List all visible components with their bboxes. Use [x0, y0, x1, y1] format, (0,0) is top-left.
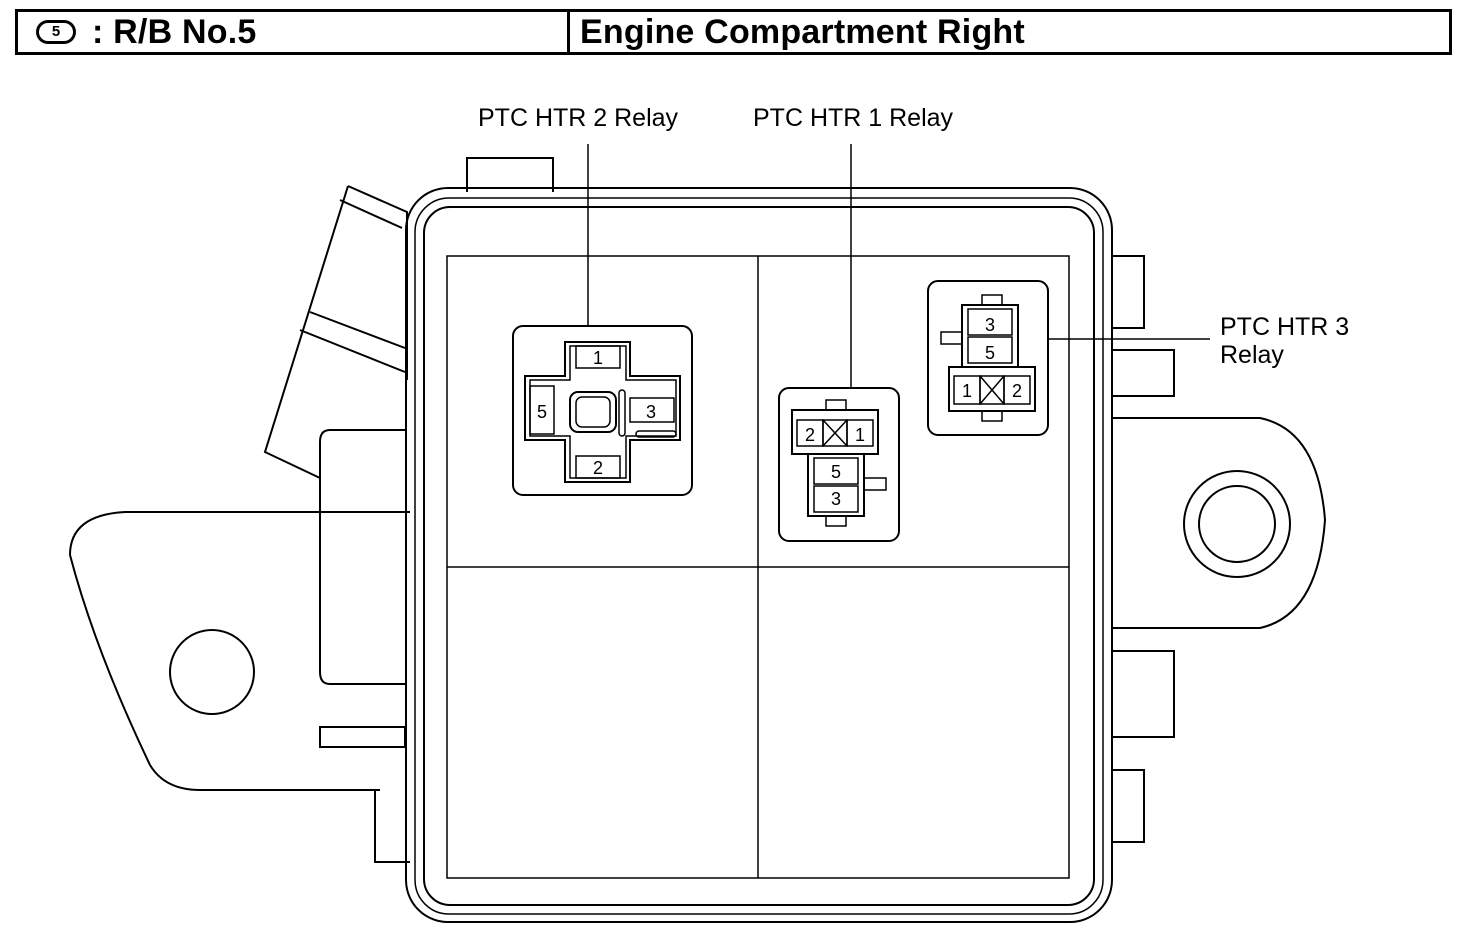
right-mounting-bracket	[1111, 255, 1327, 843]
htr3-pin-1: 1	[962, 381, 972, 401]
htr2-pin-5: 5	[537, 402, 547, 422]
htr3-pin-3: 3	[985, 315, 995, 335]
htr1-pin-3: 3	[831, 489, 841, 509]
ptc-htr2-relay-label: PTC HTR 2 Relay	[478, 104, 679, 132]
ptc-htr1-relay-label: PTC HTR 1 Relay	[753, 104, 954, 132]
left-bolt-hole	[169, 629, 255, 715]
relay-block-housing	[405, 187, 1113, 923]
ptc-htr2-relay-socket: 1 5 3 2	[512, 325, 693, 496]
htr1-pin-5: 5	[831, 462, 841, 482]
ptc-htr1-relay-socket: 2 1 5 3	[778, 387, 900, 542]
angled-connector	[263, 185, 408, 479]
left-mounting-bracket	[68, 429, 410, 863]
relay-block-id: 5 : R/B No.5	[18, 12, 570, 52]
htr2-pin-3: 3	[646, 402, 656, 422]
ptc-htr3-relay-label-line1: PTC HTR 3	[1220, 313, 1349, 341]
top-tab	[466, 157, 554, 192]
location-title: Engine Compartment Right	[580, 12, 1025, 51]
ptc-htr3-relay-label-line2: Relay	[1220, 341, 1284, 369]
htr2-pin-2: 2	[593, 458, 603, 478]
htr3-pin-5: 5	[985, 343, 995, 363]
htr1-pin-1: 1	[855, 425, 865, 445]
htr3-pin-2: 2	[1012, 381, 1022, 401]
right-bolt-hole-inner	[1198, 485, 1276, 563]
htr2-pin-1: 1	[593, 348, 603, 368]
relay-block-code: : R/B No.5	[92, 12, 257, 51]
relay-block-location: Engine Compartment Right	[570, 12, 1449, 52]
title-bar: 5 : R/B No.5 Engine Compartment Right	[15, 9, 1452, 55]
ptc-htr3-relay-socket: 3 5 1 2	[927, 280, 1049, 436]
htr1-pin-2: 2	[805, 425, 815, 445]
location-code-badge: 5	[36, 20, 76, 44]
right-bolt-hole-outer	[1183, 470, 1291, 578]
